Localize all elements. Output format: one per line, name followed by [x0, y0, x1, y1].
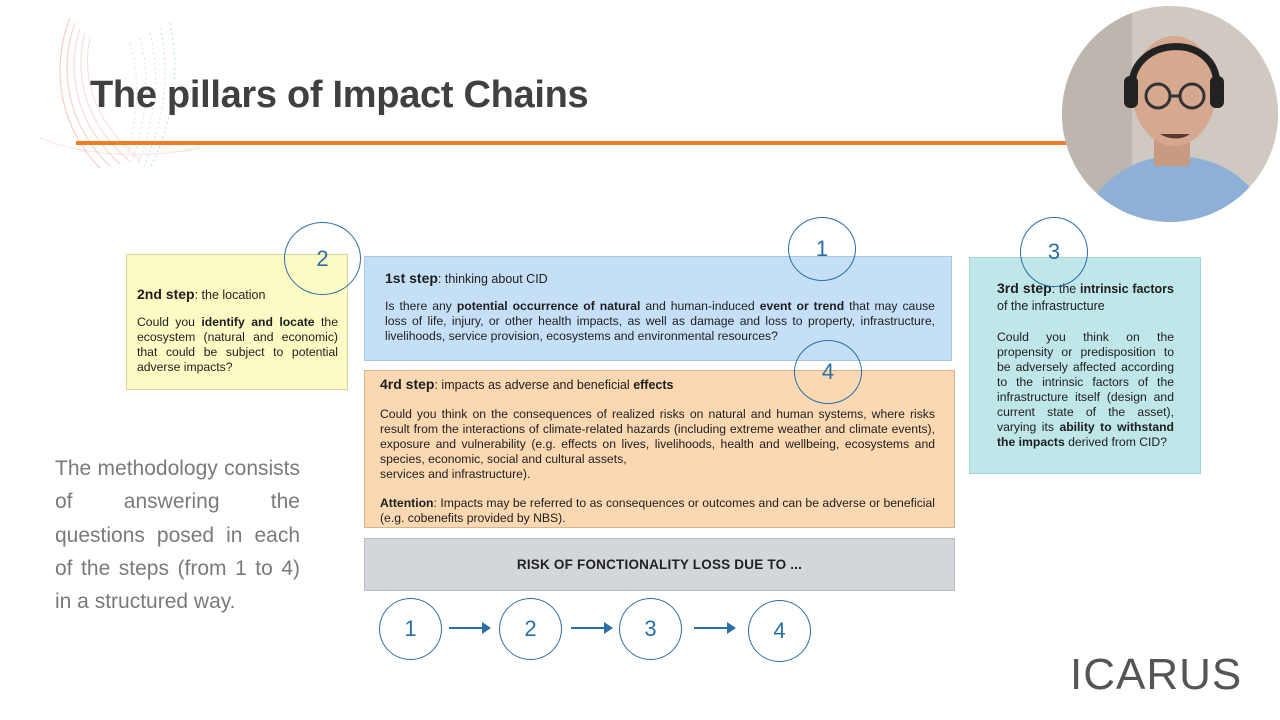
step3-heading-bold: intrinsic factors: [1079, 282, 1174, 296]
sequence-step-2: 2: [499, 598, 562, 660]
risk-bar: RISK OF FONCTIONALITY LOSS DUE TO ...: [364, 538, 955, 591]
slide-title: The pillars of Impact Chains: [90, 74, 589, 116]
icarus-logo-text: ICARUS: [1070, 650, 1243, 699]
marker-1: 1: [788, 217, 856, 281]
step2-heading: 2nd step: [137, 286, 195, 302]
step4-body: Could you think on the consequences of r…: [380, 407, 935, 466]
step2-body-post: the ecosystem (natural and economic) tha…: [137, 315, 338, 374]
step3-heading: 3rd step: [997, 280, 1052, 296]
presenter-video-image: [1062, 6, 1278, 222]
step4-heading-sub: : impacts as adverse and beneficial: [434, 378, 634, 392]
step2-body-pre: Could you: [137, 315, 202, 329]
step1-body-a: Is there any: [385, 299, 457, 313]
step4-attention-label: Attention: [380, 496, 434, 510]
step2-body-bold: identify and locate: [201, 315, 315, 329]
step2-heading-sub: : the location: [194, 288, 266, 302]
step4-body2: services and infrastructure).: [380, 467, 531, 481]
icarus-logo: ICARUS: [1070, 650, 1250, 700]
presenter-webcam: [1062, 6, 1278, 222]
step1-body-e: that may cause loss of life, injury, or …: [385, 299, 935, 343]
step1-body-b: potential occurrence of natural: [456, 299, 641, 313]
step3-body-bold: ability to withstand the impacts: [997, 420, 1174, 449]
sequence-step-1: 1: [379, 598, 442, 660]
step1-body-c: and human-induced: [640, 299, 760, 313]
marker-3: 3: [1020, 217, 1088, 287]
sequence-arrow-1: [449, 622, 491, 634]
step1-heading: 1st step: [385, 270, 438, 286]
step3-heading-tail: of the infrastructure: [997, 299, 1105, 313]
step1-heading-sub: : thinking about CID: [437, 272, 548, 286]
step4-heading-sub-bold: effects: [633, 378, 674, 392]
title-underline: [76, 141, 1076, 145]
marker-4: 4: [794, 340, 862, 404]
step1-body-d: event or trend: [759, 299, 845, 313]
step3-body-pre: Could you think on the propensity or pre…: [997, 330, 1174, 434]
step4-heading: 4rd step: [380, 376, 435, 392]
marker-2: 2: [284, 222, 361, 295]
step3-body-post: derived from CID?: [1064, 435, 1168, 449]
step4-box: 4rd step: impacts as adverse and benefic…: [364, 370, 955, 528]
sequence-arrow-2: [571, 622, 613, 634]
sequence-arrow-3: [694, 622, 736, 634]
step1-box: 1st step: thinking about CID Is there an…: [364, 256, 952, 361]
methodology-text: The methodology consists of answering th…: [55, 457, 300, 614]
wing-logo-icon: [39, 17, 201, 169]
sequence-step-4: 4: [748, 600, 811, 662]
step3-box: 3rd step: the intrinsic factors of the i…: [969, 257, 1201, 474]
step4-attention-text: : Impacts may be referred to as conseque…: [380, 496, 935, 525]
sequence-step-3: 3: [619, 598, 682, 660]
